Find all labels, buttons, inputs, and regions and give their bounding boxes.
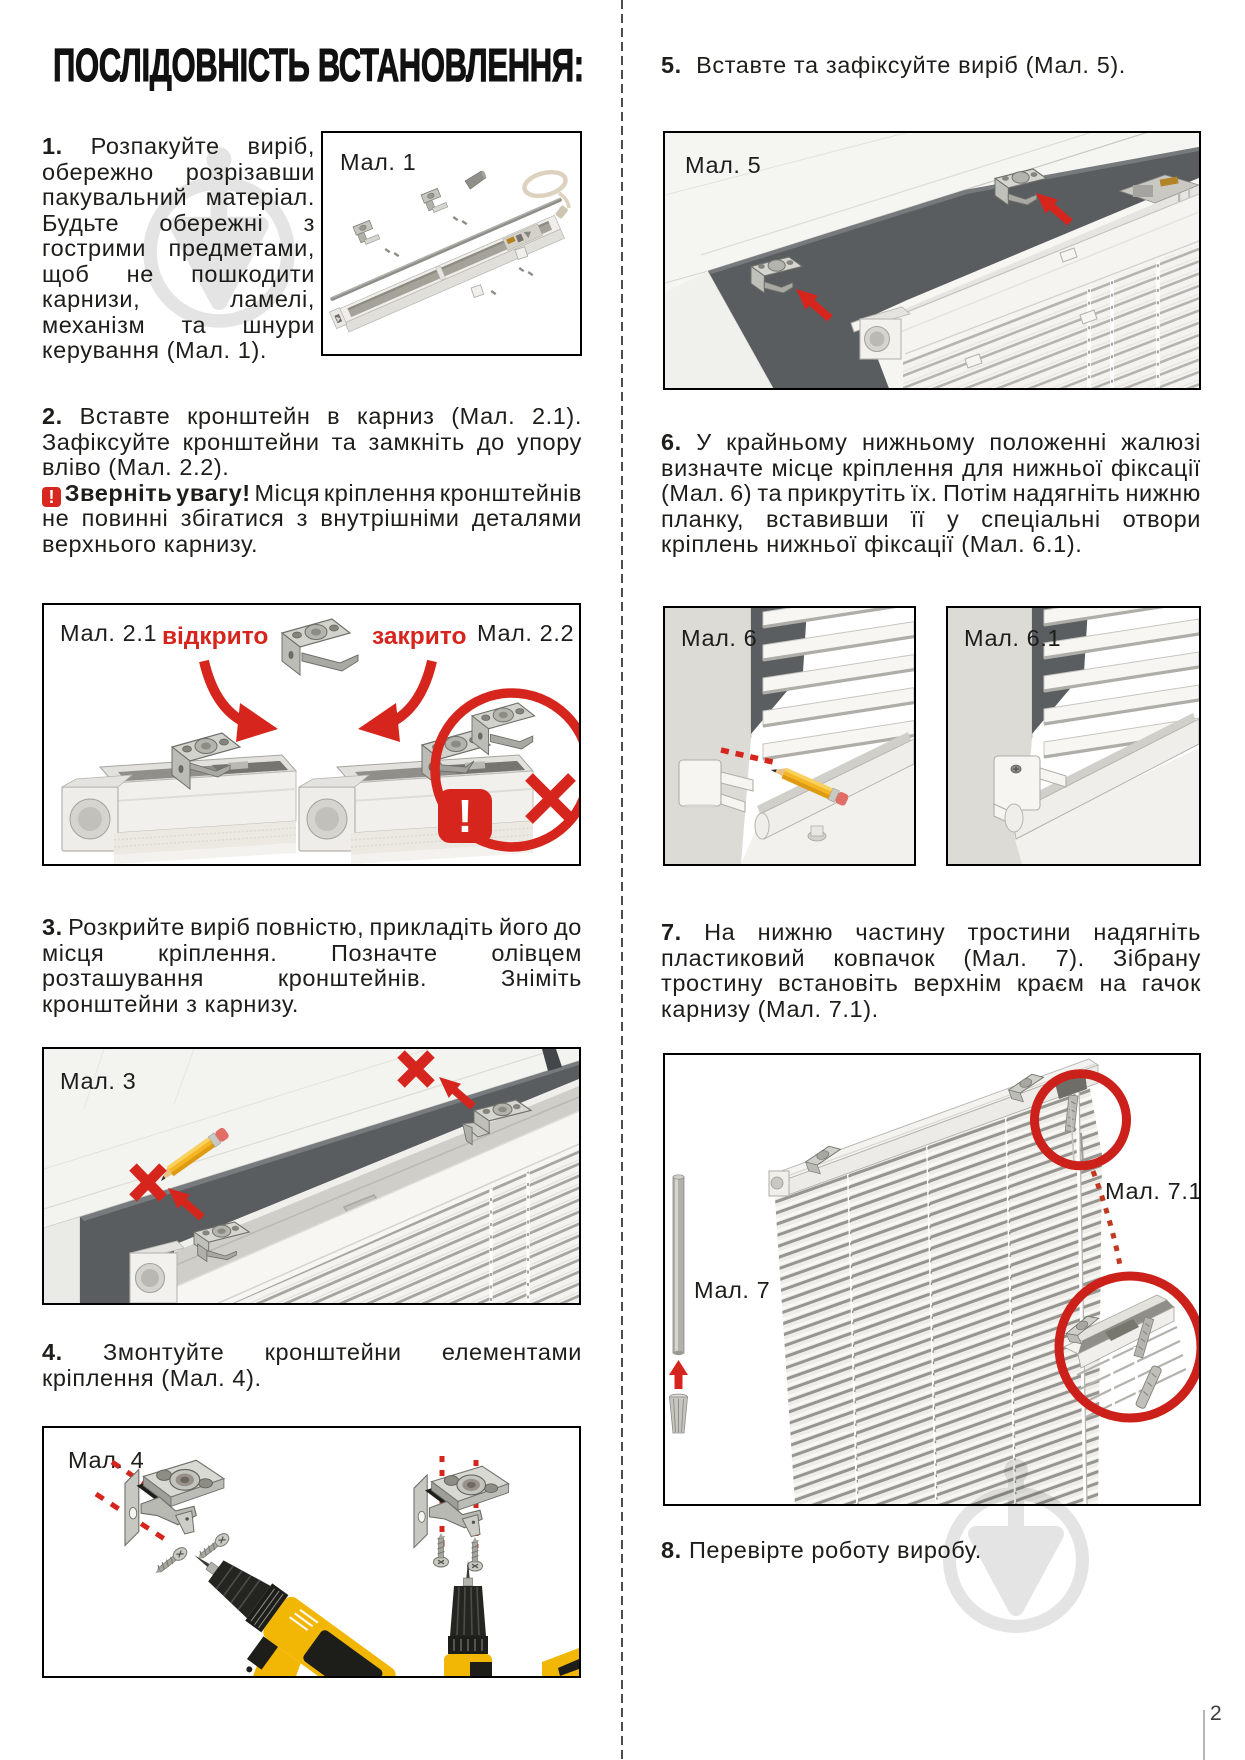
svg-text:Мал. 7: Мал. 7 — [694, 1277, 770, 1303]
svg-text:Мал. 2.1: Мал. 2.1 — [60, 620, 157, 646]
svg-text:Мал. 7.1: Мал. 7.1 — [1105, 1178, 1199, 1204]
svg-text:Мал. 2.2: Мал. 2.2 — [477, 620, 574, 646]
svg-text:Мал. 3: Мал. 3 — [60, 1068, 136, 1094]
svg-text:Мал. 4: Мал. 4 — [68, 1447, 144, 1473]
svg-text:відкрито: відкрито — [162, 623, 268, 650]
svg-text:Мал. 6: Мал. 6 — [681, 625, 757, 651]
svg-text:закрито: закрито — [372, 623, 466, 650]
svg-text:Мал. 6.1: Мал. 6.1 — [964, 625, 1061, 651]
svg-text:Мал. 5: Мал. 5 — [685, 152, 761, 178]
svg-text:!: ! — [457, 790, 472, 842]
svg-text:Мал. 1: Мал. 1 — [340, 149, 416, 175]
